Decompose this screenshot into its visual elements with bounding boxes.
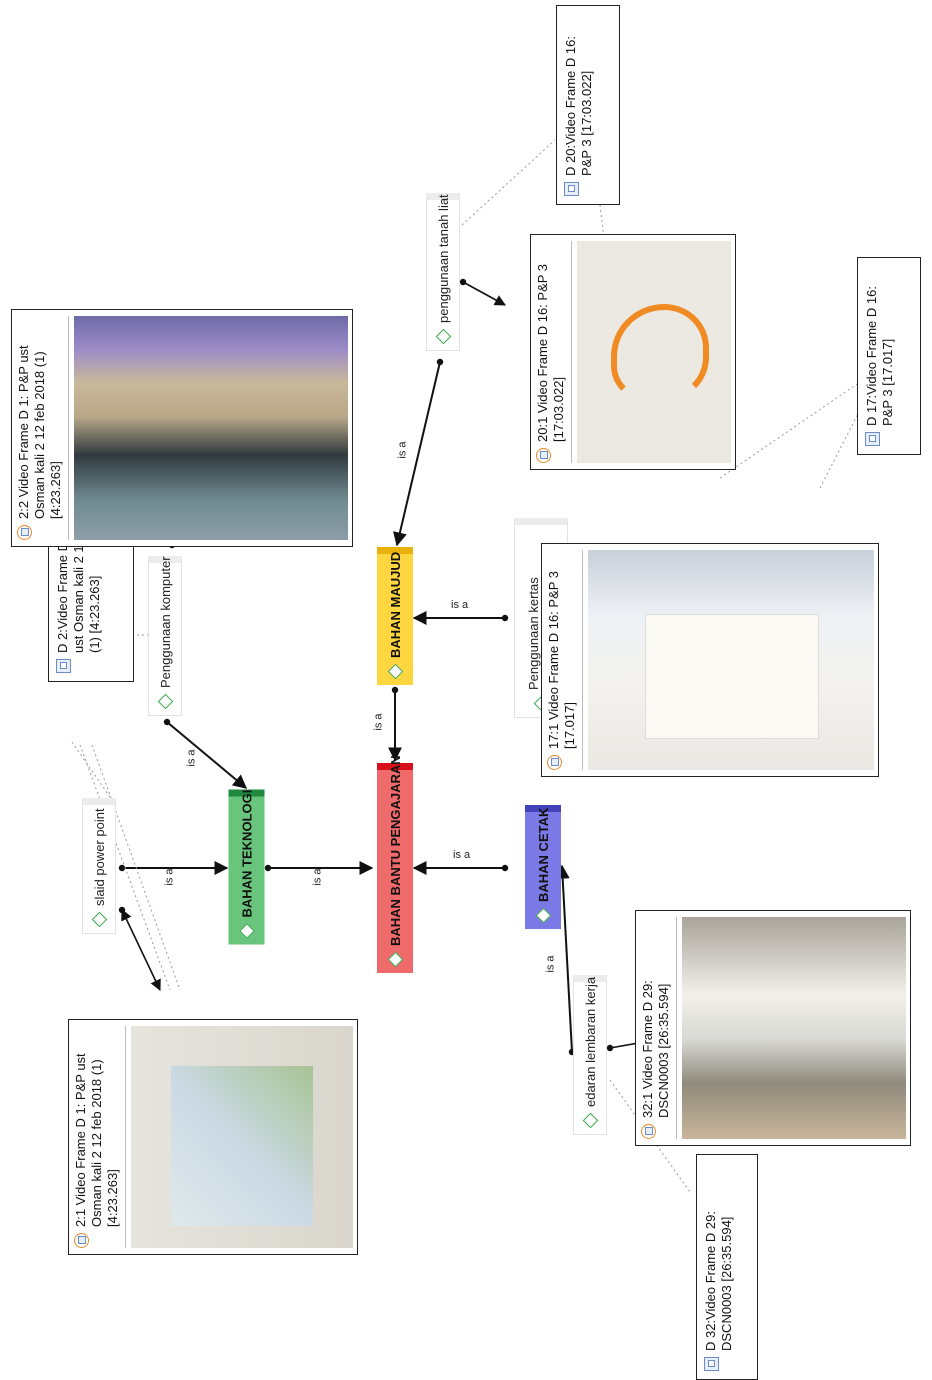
concept-slaid-power-point[interactable]: slaid power point bbox=[82, 798, 116, 934]
video-frame-image bbox=[577, 241, 731, 463]
label-is-a-teknologi-main: is a bbox=[311, 868, 324, 886]
diamond-icon bbox=[582, 1112, 598, 1129]
frame-caption: 17:1 Video Frame D 16: P&P 3 [17.017] bbox=[546, 570, 577, 749]
concept-bahan-cetak[interactable]: BAHAN CETAK bbox=[525, 805, 561, 929]
diamond-icon bbox=[535, 907, 551, 924]
frame-caption: 32:1 Video Frame D 29: DSCN0003 [26:35.5… bbox=[640, 980, 671, 1118]
edge-tanahliat-maujud bbox=[393, 361, 441, 547]
label-is-a-tanahliat: is a bbox=[396, 441, 409, 459]
frame-header: 17:1 Video Frame D 16: P&P 3 [17.017] bbox=[546, 550, 583, 770]
diamond-icon bbox=[157, 693, 173, 710]
document-icon bbox=[564, 182, 579, 196]
concept-label: BAHAN BANTU PENGAJARAN bbox=[387, 755, 403, 946]
frame-17-1[interactable]: 17:1 Video Frame D 16: P&P 3 [17.017] bbox=[541, 543, 879, 777]
frame-header: 32:1 Video Frame D 29: DSCN0003 [26:35.5… bbox=[640, 917, 677, 1139]
label-is-a-mahjong: is a bbox=[451, 599, 469, 611]
quotation-icon bbox=[536, 448, 551, 463]
frame-2-2[interactable]: 2:2 Video Frame D 1: P&P ust Osman kali … bbox=[11, 309, 353, 547]
label-is-a-lembaran: is a bbox=[544, 955, 557, 973]
label-is-a-cetak: is a bbox=[453, 849, 471, 861]
memo-text: D 17:Video Frame D 16: P&P 3 [17.017] bbox=[864, 286, 895, 426]
video-frame-image bbox=[588, 550, 874, 770]
concept-label: BAHAN TEKNOLOGI bbox=[239, 789, 254, 918]
diamond-icon bbox=[387, 663, 403, 680]
label-is-a-komputer: is a bbox=[185, 749, 198, 767]
concept-edaran-lembaran-kerja[interactable]: edaran lembaran kerja bbox=[573, 975, 607, 1135]
diamond-icon bbox=[91, 911, 107, 928]
frame-2-1[interactable]: 2:1 Video Frame D 1: P&P ust Osman kali … bbox=[68, 1019, 358, 1255]
concept-label: edaran lembaran kerja bbox=[582, 976, 598, 1107]
quotation-icon bbox=[641, 1124, 656, 1139]
memo-d20[interactable]: D 20:Video Frame D 16: P&P 3 [17:03.022] bbox=[556, 5, 620, 205]
frame-header: 20:1 Video Frame D 16: P&P 3 [17:03.022] bbox=[535, 241, 572, 463]
label-is-a-slaid: is a bbox=[163, 868, 176, 886]
frame-20-1[interactable]: 20:1 Video Frame D 16: P&P 3 [17:03.022] bbox=[530, 234, 736, 470]
document-icon bbox=[56, 659, 71, 673]
memo-text: D 20:Video Frame D 16: P&P 3 [17:03.022] bbox=[563, 36, 594, 176]
label-is-a-maujud: is a bbox=[372, 713, 385, 731]
concept-bahan-bantu-pengajaran[interactable]: BAHAN BANTU PENGAJARAN bbox=[377, 755, 413, 973]
diamond-icon bbox=[435, 328, 451, 345]
memo-d17[interactable]: D 17:Video Frame D 16: P&P 3 [17.017] bbox=[857, 257, 921, 455]
concept-label: penggunaan tanah liat bbox=[435, 194, 451, 323]
video-frame-image bbox=[74, 316, 348, 540]
diamond-icon bbox=[387, 951, 403, 968]
quotation-icon bbox=[74, 1233, 89, 1248]
edge-komputer-teknologi bbox=[166, 721, 248, 789]
concept-label: BAHAN MAUJUD bbox=[387, 551, 403, 658]
concept-penggunaan-tanah-liat[interactable]: penggunaan tanah liat bbox=[426, 193, 460, 351]
memo-d32[interactable]: D 32:Video Frame D 29: DSCN0003 [26:35.5… bbox=[696, 1154, 758, 1380]
frame-caption: 20:1 Video Frame D 16: P&P 3 [17:03.022] bbox=[535, 263, 566, 442]
concept-label: slaid power point bbox=[91, 808, 107, 906]
frame-caption: 2:1 Video Frame D 1: P&P ust Osman kali … bbox=[73, 1053, 120, 1227]
document-icon bbox=[704, 1357, 719, 1371]
video-frame-image bbox=[131, 1026, 353, 1248]
frame-32-1[interactable]: 32:1 Video Frame D 29: DSCN0003 [26:35.5… bbox=[635, 910, 911, 1146]
frame-caption: 2:2 Video Frame D 1: P&P ust Osman kali … bbox=[16, 345, 63, 519]
video-frame-image bbox=[682, 917, 906, 1139]
diamond-icon bbox=[238, 923, 255, 939]
document-icon bbox=[865, 432, 880, 446]
concept-bahan-maujud[interactable]: BAHAN MAUJUD bbox=[377, 547, 413, 685]
concept-label: Penggunaan komputer bbox=[157, 556, 173, 688]
concept-bahan-teknologi[interactable]: BAHAN TEKNOLOGI bbox=[228, 789, 265, 945]
frame-header: 2:2 Video Frame D 1: P&P ust Osman kali … bbox=[16, 316, 69, 540]
edge-lembaran-cetak bbox=[555, 864, 573, 1053]
concept-label: BAHAN CETAK bbox=[535, 807, 551, 902]
quotation-icon bbox=[547, 755, 562, 770]
quotation-icon bbox=[17, 525, 32, 540]
frame-header: 2:1 Video Frame D 1: P&P ust Osman kali … bbox=[73, 1026, 126, 1248]
memo-text: D 32:Video Frame D 29: DSCN0003 [26:35.5… bbox=[703, 1211, 734, 1351]
concept-penggunaan-komputer[interactable]: Penggunaan komputer bbox=[148, 556, 182, 716]
